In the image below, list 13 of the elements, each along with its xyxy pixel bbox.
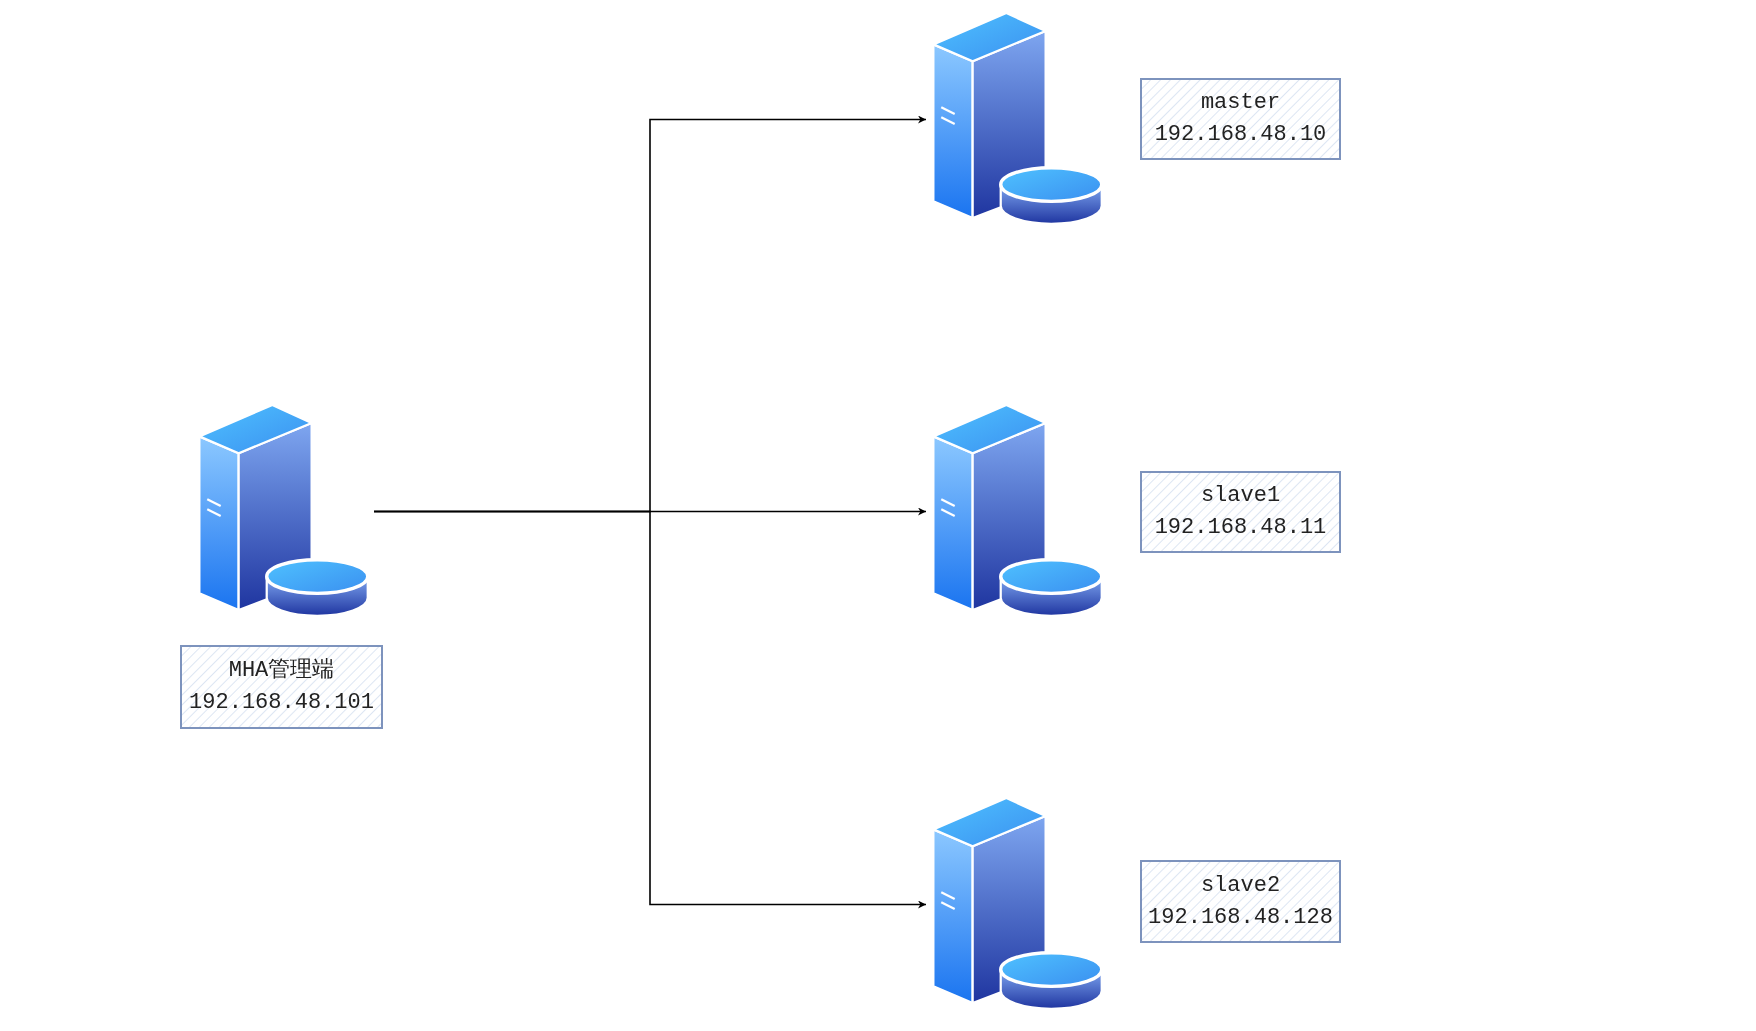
host-name: MHA管理端 bbox=[228, 657, 335, 685]
label-box bbox=[1140, 78, 1341, 160]
ip-address: 192.168.48.10 bbox=[1154, 121, 1327, 149]
arrow bbox=[373, 510, 927, 909]
label-box bbox=[180, 645, 383, 729]
ip-address: 192.168.48.128 bbox=[1148, 903, 1333, 932]
host-name: slave2 bbox=[1200, 871, 1281, 900]
host-name: slave1 bbox=[1200, 482, 1281, 510]
label-box bbox=[1140, 471, 1341, 553]
label-box bbox=[1140, 860, 1341, 943]
ip-address: 192.168.48.11 bbox=[1154, 514, 1327, 542]
ip-address: 192.168.48.101 bbox=[189, 689, 374, 717]
host-name: master bbox=[1200, 89, 1281, 117]
